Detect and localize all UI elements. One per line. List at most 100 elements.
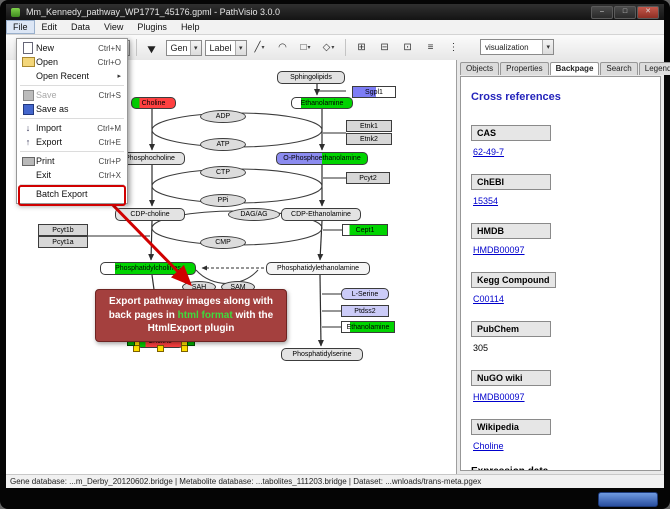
pathway-node[interactable]: DAG/AG: [228, 208, 280, 221]
xref-source: ChEBI: [471, 174, 551, 190]
label-tool-combo[interactable]: Label ▾: [204, 39, 247, 56]
menu-item-export[interactable]: ↑ Export Ctrl+E: [17, 135, 127, 149]
chevron-down-icon[interactable]: ▾: [190, 40, 201, 55]
menu-item-label: Export: [36, 137, 63, 147]
line-tool-button[interactable]: ╱▾: [250, 38, 270, 58]
maximize-button[interactable]: □: [614, 5, 636, 19]
menu-item-save[interactable]: Save Ctrl+S: [17, 88, 127, 102]
datanode-tool-combo[interactable]: Gen ▾: [165, 39, 202, 56]
datanode-tool-label: Gen: [170, 42, 188, 53]
xref-link[interactable]: 15354: [473, 196, 499, 206]
pathway-node[interactable]: PPi: [200, 194, 246, 207]
menu-item-label: Import: [36, 123, 62, 133]
menu-shortcut: Ctrl+M: [97, 123, 121, 133]
distribute-icon: ⋮: [448, 42, 459, 53]
open-folder-icon: [20, 57, 36, 67]
distribute-vertical-button[interactable]: ⋮: [444, 38, 464, 58]
new-file-icon: [20, 42, 36, 54]
menu-item-save-as[interactable]: Save as: [17, 102, 127, 116]
pathway-node[interactable]: Cept1: [342, 224, 388, 236]
xref-source: PubChem: [471, 321, 551, 337]
close-button[interactable]: ✕: [637, 5, 659, 19]
pathway-node[interactable]: Pcyt2: [346, 172, 390, 184]
pathway-node[interactable]: Phosphocholine: [115, 152, 185, 165]
menu-shortcut: Ctrl+O: [97, 57, 121, 67]
chevron-down-icon: ▾: [307, 45, 311, 51]
menu-item-import[interactable]: ↓ Import Ctrl+M: [17, 121, 127, 135]
align-horizontal-button[interactable]: ⊞: [352, 38, 372, 58]
arc-tool-button[interactable]: ◠: [273, 38, 293, 58]
pathway-node[interactable]: Ethanolamine: [341, 321, 395, 333]
xref-section: Wikipedia Choline: [471, 417, 650, 451]
visualization-combo[interactable]: visualization ▾: [480, 39, 554, 55]
pathway-node[interactable]: Sphingolipids: [277, 71, 345, 84]
pathway-node[interactable]: CDP-choline: [115, 208, 185, 221]
pathway-node[interactable]: Pcyt1a: [38, 236, 88, 248]
pathway-node[interactable]: Ethanolamine: [291, 97, 353, 109]
pathway-node[interactable]: Phosphatidylcholines: [100, 262, 196, 275]
menu-item-exit[interactable]: Exit Ctrl+X: [17, 168, 127, 182]
chevron-down-icon: ▾: [261, 45, 265, 51]
menu-view[interactable]: View: [104, 22, 124, 32]
right-sidebar: Objects Properties Backpage Search Legen…: [457, 60, 670, 474]
pathway-node[interactable]: Choline: [131, 97, 176, 109]
align-center-button[interactable]: ⊡: [398, 38, 418, 58]
template-tool-button[interactable]: ◇▾: [319, 38, 339, 58]
shape-tool-button[interactable]: □▾: [296, 38, 316, 58]
pathway-node[interactable]: CMP: [200, 236, 246, 249]
pathway-node[interactable]: CDP-Ethanolamine: [281, 208, 361, 221]
pathway-node[interactable]: CTP: [200, 166, 246, 179]
backpage-panel: Cross references CAS 62-49-7 ChEBI 15354…: [460, 76, 661, 471]
xref-value: 305: [473, 343, 489, 353]
menu-item-open[interactable]: Open Ctrl+O: [17, 55, 127, 69]
menu-item-open-recent[interactable]: Open Recent ▸: [17, 69, 127, 83]
chevron-down-icon[interactable]: ▾: [542, 40, 553, 54]
pathway-node[interactable]: O-Phosphoethanolamine: [276, 152, 368, 165]
menu-shortcut: Ctrl+P: [98, 156, 121, 166]
pathway-node[interactable]: Ptdss2: [341, 305, 389, 317]
pathway-node[interactable]: Phosphatidylethanolamine: [266, 262, 370, 275]
menu-item-print[interactable]: Print Ctrl+P: [17, 154, 127, 168]
pathway-node[interactable]: Etnk2: [346, 133, 392, 145]
xref-section: CAS 62-49-7: [471, 123, 650, 157]
menu-data[interactable]: Data: [71, 22, 91, 32]
menu-help[interactable]: Help: [180, 22, 200, 32]
xref-link[interactable]: HMDB00097: [473, 245, 525, 255]
tab-objects[interactable]: Objects: [460, 62, 500, 75]
window-title: Mm_Kennedy_pathway_WP1771_45176.gpml - P…: [26, 7, 280, 17]
xref-link[interactable]: HMDB00097: [473, 392, 525, 402]
selection-handle[interactable]: [157, 345, 164, 352]
minimize-button[interactable]: –: [591, 5, 613, 19]
align-vertical-button[interactable]: ⊟: [375, 38, 395, 58]
tab-backpage[interactable]: Backpage: [549, 62, 600, 75]
select-tool-button[interactable]: [143, 38, 163, 58]
pathway-node[interactable]: Pcyt1b: [38, 224, 88, 236]
pathway-node[interactable]: Sgpl1: [352, 86, 396, 98]
selection-handle[interactable]: [133, 345, 140, 352]
tab-search[interactable]: Search: [600, 62, 638, 75]
menu-shortcut: Ctrl+S: [98, 90, 121, 100]
title-bar: Mm_Kennedy_pathway_WP1771_45176.gpml - P…: [6, 4, 664, 20]
menu-item-batch-export[interactable]: Batch Export: [17, 187, 127, 201]
distribute-horizontal-button[interactable]: ≡: [421, 38, 441, 58]
shape-icon: □: [300, 42, 307, 53]
pathway-node[interactable]: ADP: [200, 110, 246, 123]
menu-separator: [20, 85, 124, 86]
tab-legend[interactable]: Legend: [638, 62, 670, 75]
pathway-node[interactable]: ATP: [200, 138, 246, 151]
xref-link[interactable]: 62-49-7: [473, 147, 505, 157]
menu-file[interactable]: File: [6, 20, 35, 34]
xref-section: PubChem 305: [471, 319, 650, 353]
pathway-node[interactable]: Phosphatidylserine: [281, 348, 363, 361]
xref-link[interactable]: C00114: [473, 294, 504, 304]
pointer-icon: [147, 42, 158, 53]
pathway-node[interactable]: Etnk1: [346, 120, 392, 132]
pathway-node[interactable]: L-Serine: [341, 288, 389, 300]
selection-handle[interactable]: [181, 345, 188, 352]
menu-item-new[interactable]: New Ctrl+N: [17, 41, 127, 55]
chevron-down-icon[interactable]: ▾: [235, 40, 246, 55]
xref-link[interactable]: Choline: [473, 441, 504, 451]
tab-properties[interactable]: Properties: [500, 62, 549, 75]
menu-plugins[interactable]: Plugins: [137, 22, 167, 32]
menu-edit[interactable]: Edit: [41, 22, 58, 32]
